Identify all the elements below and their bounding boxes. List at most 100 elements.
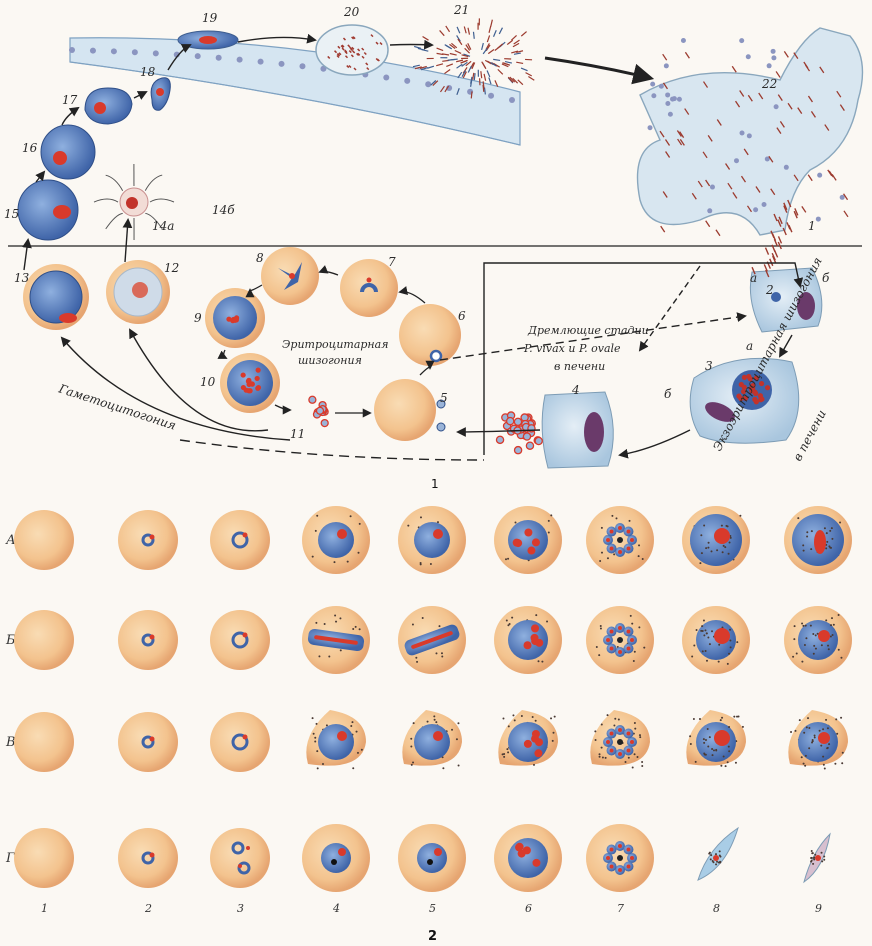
pigment-dot — [822, 763, 825, 766]
pigment-dot — [638, 626, 641, 629]
sporozoite — [783, 202, 788, 211]
sporozoite — [483, 87, 486, 95]
erythrocyte — [210, 510, 270, 570]
sporozoite — [444, 44, 452, 49]
sporozoite — [516, 61, 524, 65]
stage-5-erythrocyte — [374, 379, 446, 441]
label-11: 11 — [290, 427, 305, 441]
sporozoite — [716, 119, 722, 126]
sporozoite — [824, 124, 830, 131]
sporozoite — [511, 34, 517, 41]
grid-row-label: Б — [5, 633, 16, 648]
sporozoite — [351, 46, 355, 50]
parasite-nucleus — [434, 848, 442, 856]
pigment-dot — [798, 719, 801, 722]
pigment-dot — [601, 756, 604, 759]
parasite-nucleus — [626, 864, 631, 869]
pigment-dot — [631, 622, 634, 625]
sporozoite — [804, 64, 811, 72]
pigment-dot — [629, 614, 632, 617]
sporozoite — [472, 72, 475, 80]
sporozoite — [486, 35, 491, 43]
pigment-dot — [314, 529, 317, 532]
gland-cell-nucleus — [764, 156, 770, 162]
pigment-dot — [315, 722, 318, 725]
ring-form — [231, 631, 249, 649]
sporozoite — [494, 80, 499, 88]
sporozoite — [493, 62, 501, 68]
pigment-dot — [514, 521, 517, 524]
parasite-nucleus — [433, 529, 443, 539]
erythrocyte — [210, 712, 270, 772]
sporozoite — [797, 107, 803, 114]
label-19: 19 — [202, 11, 218, 25]
pigment-dot — [617, 718, 620, 721]
pigment-dot — [700, 534, 703, 537]
gland-cell-nucleus — [817, 172, 823, 178]
pigment-dot — [822, 728, 825, 731]
sporozoite — [483, 73, 487, 81]
sporozoite — [705, 220, 711, 228]
pigment-dot — [419, 516, 422, 519]
ring-form — [141, 735, 155, 749]
parasite-nucleus — [149, 634, 155, 640]
pigment-dot — [711, 747, 714, 750]
gland-cell-nucleus — [663, 63, 669, 69]
sporozoite — [419, 65, 427, 69]
parasite-nucleus — [531, 729, 540, 738]
pigment-dot — [507, 751, 510, 754]
letter-b-1: б — [822, 271, 830, 285]
pigment-dot — [694, 760, 697, 763]
sporozoite — [843, 210, 849, 218]
sporozoite — [427, 65, 435, 69]
pigment-dot — [339, 649, 342, 652]
pigment-dot — [724, 546, 727, 549]
sporozoite — [341, 44, 345, 48]
sporozoite — [451, 42, 458, 49]
pigment-dot — [435, 721, 438, 724]
parasite-nucleus — [242, 734, 248, 740]
pigment-dot — [311, 717, 314, 720]
parasite-cytoplasm — [318, 724, 354, 760]
sporozoite — [463, 26, 467, 34]
pigment-dot — [600, 526, 603, 529]
epithelium-cell-nucleus — [509, 97, 515, 103]
sporozoite — [506, 39, 514, 46]
sporozoite — [341, 47, 345, 51]
pigment-cluster — [427, 859, 433, 865]
sporozoite — [461, 70, 467, 77]
sporozoite — [777, 236, 783, 244]
pigment-dot — [360, 748, 363, 751]
pigment-dot — [613, 553, 616, 556]
sporozoite — [465, 60, 472, 67]
sporozoite — [344, 55, 349, 59]
sporozoite — [482, 81, 485, 89]
parasite-nucleus — [618, 650, 623, 654]
gland-cell-nucleus — [761, 201, 767, 207]
sporozoite — [743, 148, 749, 156]
stage-11-merozoites — [308, 395, 329, 428]
gland-cell-nucleus — [650, 81, 656, 87]
sporozoite — [351, 36, 355, 40]
merozoite-nucleus — [742, 395, 749, 401]
sporozoite — [664, 139, 671, 146]
sporozoite — [765, 269, 770, 278]
pigment-dot — [830, 617, 833, 620]
pigment-dot — [808, 747, 811, 750]
pigment-dot — [636, 755, 639, 758]
pigment-dot — [805, 637, 808, 640]
parasite-nucleus — [713, 855, 719, 861]
pigment-dot — [810, 530, 813, 533]
sporozoite — [445, 25, 451, 33]
pigment-dot — [700, 629, 703, 632]
gland-cell-nucleus — [753, 207, 759, 213]
pigment-dot — [705, 659, 708, 662]
sporozoite — [414, 66, 422, 70]
pigment-dot — [715, 748, 718, 751]
pigment-dot — [736, 715, 739, 718]
sporozoite — [794, 208, 799, 216]
dormant-line-2: P. vivax и P. ovale — [523, 342, 621, 355]
label-12: 12 — [164, 261, 179, 275]
sporozoite — [772, 255, 777, 264]
